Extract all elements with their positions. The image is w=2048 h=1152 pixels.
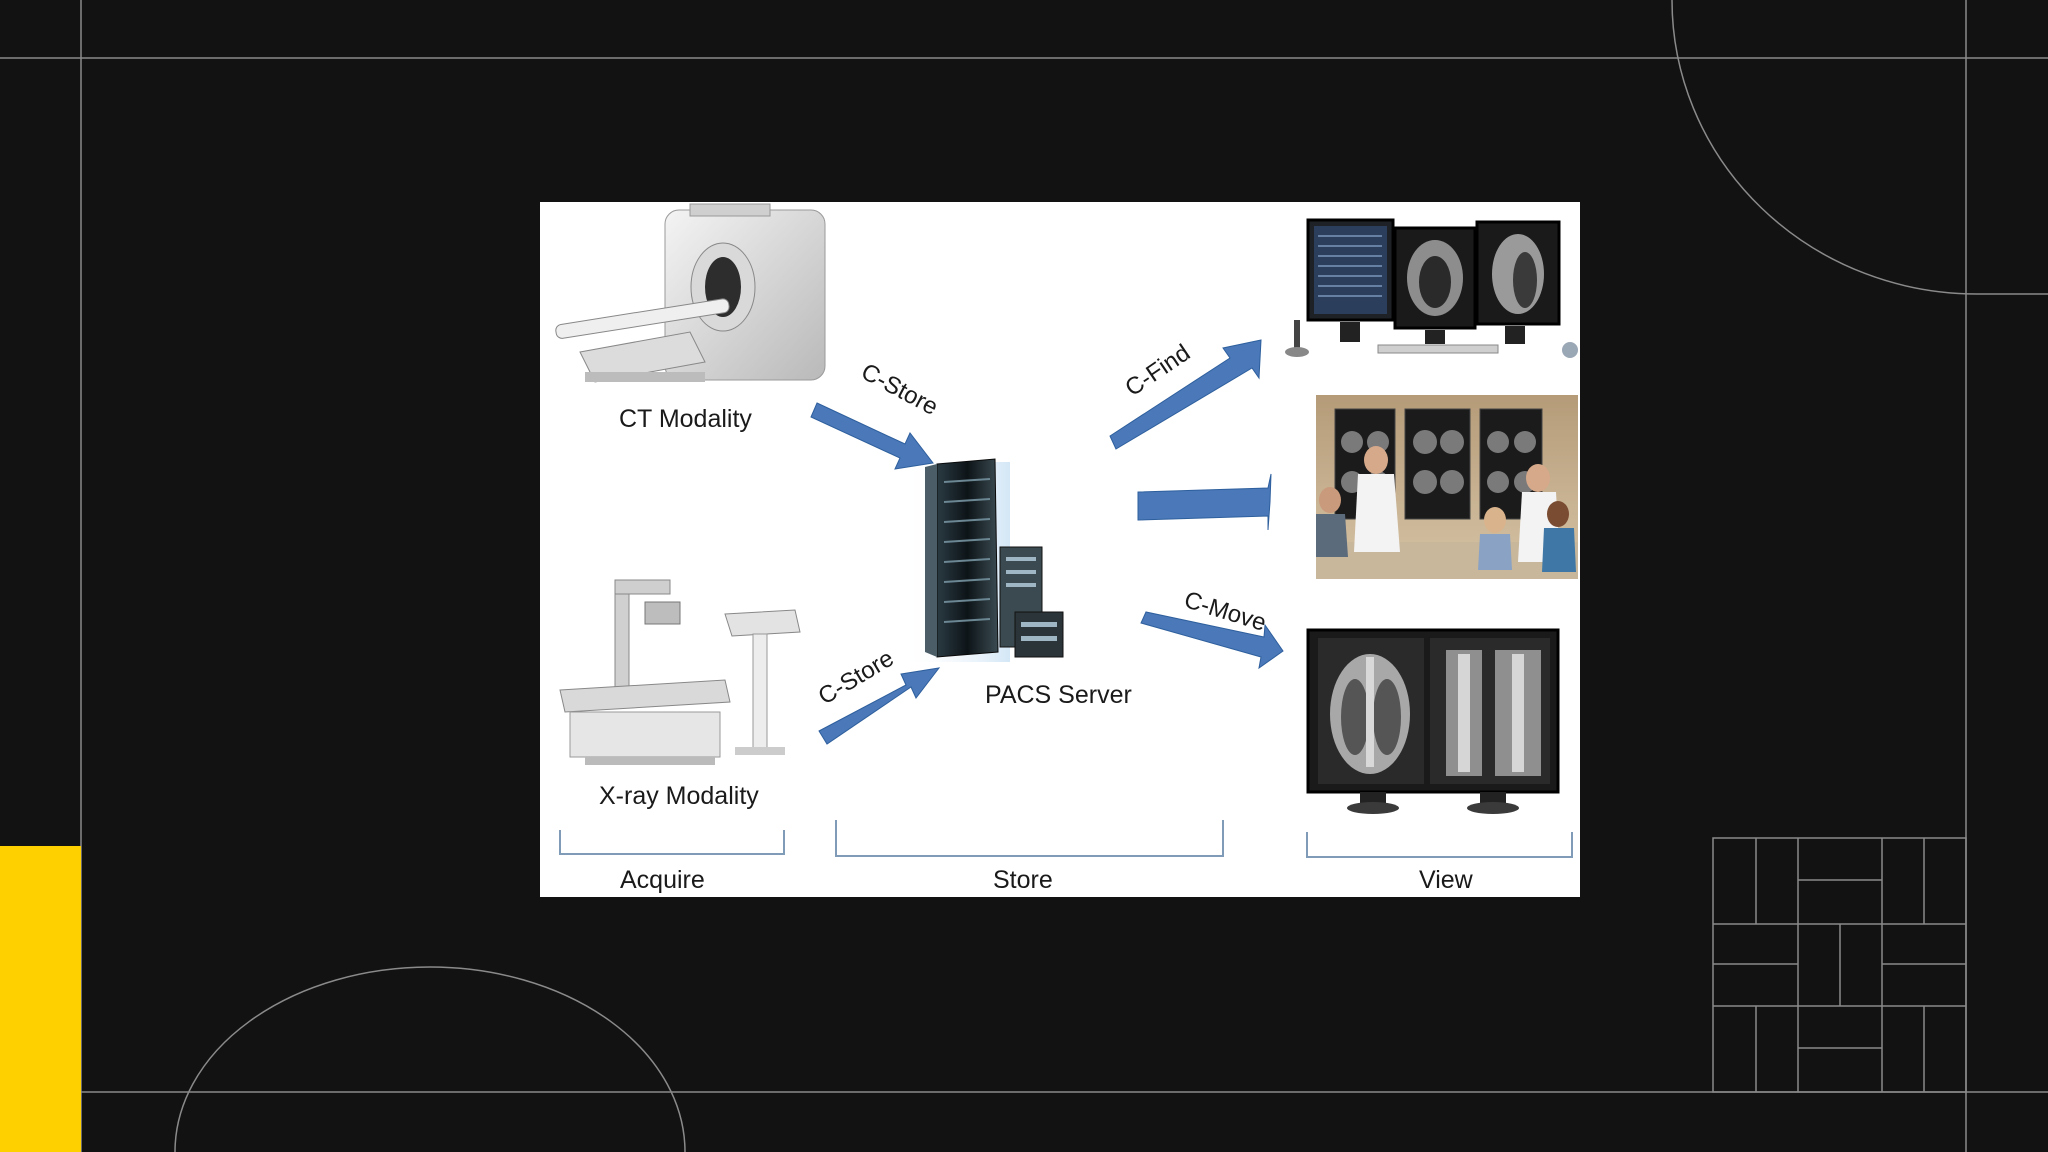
xray-viewer-monitors-image [1306, 628, 1560, 814]
ct-modality-label: CT Modality [619, 405, 752, 433]
arrow-to-viewer [1140, 611, 1284, 670]
ct-scanner-image [555, 203, 826, 383]
workstation-monitors-image [1285, 218, 1578, 358]
pacs-workflow-diagram: CT Modality X-ray Modality PACS Server C… [540, 202, 1580, 897]
view-bracket [1306, 832, 1573, 858]
arrow-xray-to-pacs [818, 667, 941, 745]
acquire-bracket [559, 830, 785, 855]
diagram-graphics [555, 203, 1578, 858]
store-stage-label: Store [993, 866, 1053, 894]
arrow-to-workstation [1109, 339, 1262, 450]
acquire-stage-label: Acquire [620, 866, 705, 894]
xray-modality-label: X-ray Modality [599, 782, 759, 810]
view-stage-label: View [1419, 866, 1473, 894]
xray-machine-image [559, 579, 801, 765]
pacs-server-image [900, 458, 1064, 662]
store-bracket [835, 820, 1224, 857]
arrow-to-conference [1137, 473, 1272, 531]
yellow-accent-bar [0, 846, 81, 1152]
pacs-server-label: PACS Server [985, 681, 1132, 709]
conference-room-image [1316, 395, 1578, 579]
arrow-ct-to-pacs [810, 402, 934, 470]
